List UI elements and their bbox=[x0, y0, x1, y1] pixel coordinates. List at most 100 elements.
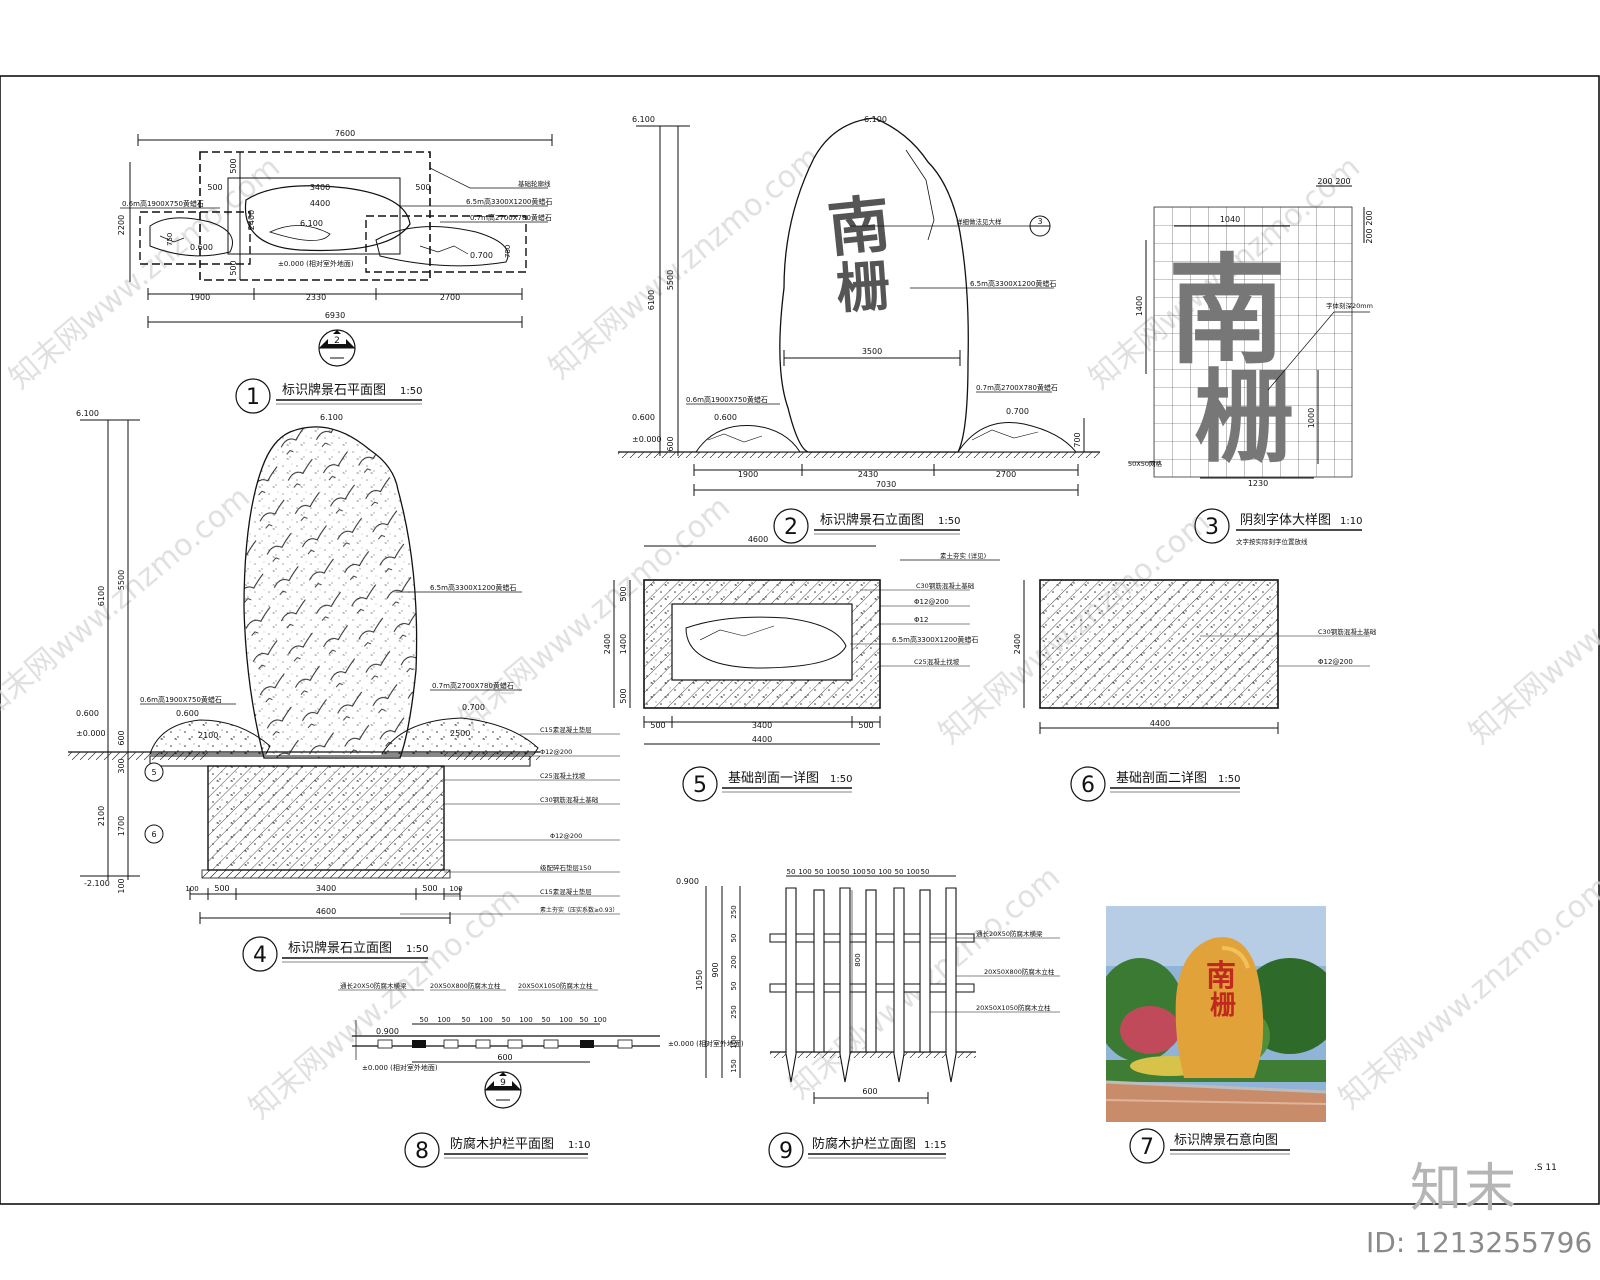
callout-text: 6.5m高3300X1200黄蜡石 bbox=[892, 635, 978, 644]
view-scale: 1:10 bbox=[1340, 516, 1362, 527]
sheet-code: .S 11 bbox=[1534, 1163, 1557, 1173]
brand-logo: 知末 bbox=[1410, 1159, 1519, 1219]
dim-text: 3500 bbox=[862, 347, 882, 356]
callout-text: 6.5m高3300X1200黄蜡石 bbox=[466, 197, 552, 206]
dim-text: 1050 bbox=[695, 970, 704, 990]
dim-text: 250 bbox=[730, 905, 738, 918]
dim-text: 1400 bbox=[1135, 296, 1144, 316]
dim-text: 200 bbox=[1335, 177, 1350, 186]
view-title: 标识牌景石意向图 bbox=[1174, 1132, 1278, 1148]
view-titles: 1 标识牌景石平面图 1:50 2 标识牌景石立面图 1:50 3 阴刻字体大样… bbox=[235, 378, 1362, 1168]
dim-text: 600 bbox=[666, 436, 675, 451]
level-text: 0.600 bbox=[76, 709, 99, 718]
dim-text: 1230 bbox=[1248, 479, 1268, 488]
level-text: ±0.000 bbox=[632, 435, 662, 444]
dim-text: 3400 bbox=[316, 884, 336, 893]
dim-text: 2400 bbox=[603, 634, 612, 654]
dim-text: 100 bbox=[852, 868, 865, 876]
dim-text: 200 bbox=[1365, 210, 1374, 225]
dim-text: 4600 bbox=[748, 535, 768, 544]
callout-text: 20X50X1050防腐木立柱 bbox=[976, 1003, 1051, 1012]
level-text: 6.100 bbox=[320, 413, 343, 422]
stone-char: 栅 bbox=[834, 253, 892, 321]
dim-text: 50 bbox=[462, 1016, 471, 1024]
callout-text: C30钢筋混凝土基础 bbox=[1318, 627, 1377, 636]
view-title: 标识牌景石平面图 bbox=[282, 382, 386, 398]
callout-text: 20X50X800防腐木立柱 bbox=[984, 967, 1055, 976]
dim-text: 250 bbox=[730, 1005, 738, 1018]
dim-text: 900 bbox=[711, 962, 720, 977]
view-title: 标识牌景石立面图 bbox=[288, 940, 392, 956]
dim-text: 2100 bbox=[97, 806, 106, 826]
dim-text: 2400 bbox=[247, 210, 256, 230]
dim-text: 100 bbox=[826, 868, 839, 876]
callout-text: 20X50X800防腐木立柱 bbox=[430, 981, 501, 990]
dim-text: 50 bbox=[921, 868, 930, 876]
view-title: 防腐木护栏平面图 bbox=[450, 1136, 554, 1152]
detail-mark-text: 3 bbox=[1037, 217, 1042, 226]
watermark-text: 知末网www.znzmo.com bbox=[1333, 870, 1600, 1116]
dim-text: 500 bbox=[422, 884, 437, 893]
dim-text: 2200 bbox=[117, 215, 126, 235]
dim-text: 1400 bbox=[619, 634, 628, 654]
dim-text: 600 bbox=[497, 1053, 512, 1062]
view-number: 3 bbox=[1205, 515, 1219, 540]
dim-text: 500 bbox=[858, 721, 873, 730]
callout-text: Φ12@200 bbox=[540, 748, 572, 756]
dim-text: 1040 bbox=[1220, 215, 1240, 224]
photo-char: 栅 bbox=[1210, 990, 1236, 1021]
view-9-fence-elevation: 0.900 1050 900 250 50 200 50 250 100 150… bbox=[668, 868, 1060, 1104]
dim-text: 7030 bbox=[876, 480, 896, 489]
dim-text: 50 bbox=[420, 1016, 429, 1024]
callout-text: 级配碎石垫层150 bbox=[540, 863, 591, 872]
dim-text: 100 bbox=[437, 1016, 450, 1024]
dim-text: 50 bbox=[580, 1016, 589, 1024]
callout-text: C25混凝土找坡 bbox=[540, 771, 586, 780]
dim-text: 100 bbox=[479, 1016, 492, 1024]
view-number: 1 bbox=[246, 385, 260, 410]
dim-text: 2500 bbox=[450, 729, 470, 738]
dim-text: 500 bbox=[229, 260, 238, 275]
dim-text: 4400 bbox=[1150, 719, 1170, 728]
level-text: 0.600 bbox=[176, 709, 199, 718]
dim-text: 100 bbox=[559, 1016, 572, 1024]
dim-text: 780 bbox=[504, 245, 512, 258]
callout-text: Φ12 bbox=[914, 616, 928, 624]
dim-text: 800 bbox=[854, 953, 862, 966]
dim-text: 2700 bbox=[996, 470, 1016, 479]
watermark-text: 知末网www.znzmo.com bbox=[3, 150, 287, 396]
dim-text: 500 bbox=[214, 884, 229, 893]
dim-text: 100 bbox=[798, 868, 811, 876]
dim-text: 100 bbox=[449, 885, 462, 893]
view-title: 基础剖面二详图 bbox=[1116, 771, 1207, 786]
dim-text: 200 bbox=[1365, 228, 1374, 243]
dim-text: 50 bbox=[730, 982, 738, 991]
brand-id: ID: 1213255796 bbox=[1366, 1226, 1593, 1259]
sheet-frame bbox=[0, 75, 1600, 1205]
dim-text: 50 bbox=[542, 1016, 551, 1024]
dim-text: 1700 bbox=[117, 816, 126, 836]
dim-text: 50 bbox=[502, 1016, 511, 1024]
callout-text: 素土夯实 (详见) bbox=[940, 551, 986, 560]
view-title: 标识牌景石立面图 bbox=[820, 512, 924, 528]
view-note: 文字按实际刻字位置放线 bbox=[1236, 537, 1308, 546]
dim-text: 2400 bbox=[1013, 634, 1022, 654]
callout-text: 6.5m高3300X1200黄蜡石 bbox=[970, 279, 1056, 288]
callout-text: Φ12@200 bbox=[550, 832, 582, 840]
dim-text: 100 bbox=[117, 878, 126, 893]
dim-text: 100 bbox=[730, 1035, 738, 1048]
view-scale: 1:50 bbox=[406, 944, 428, 955]
view-number: 6 bbox=[1081, 773, 1095, 798]
level-text: 0.600 bbox=[632, 413, 655, 422]
section-mark-text: 5 bbox=[151, 768, 156, 777]
view-scale: 1:50 bbox=[1218, 774, 1240, 785]
dim-text: 6930 bbox=[325, 311, 345, 320]
grid-char: 南 bbox=[1168, 241, 1286, 380]
section-mark-text: 6 bbox=[151, 830, 156, 839]
level-text: 6.100 bbox=[300, 219, 323, 228]
dim-text: 5500 bbox=[666, 270, 675, 290]
view-5-section-1: 4600 素土夯实 (详见) 500 1400 500 2400 C30钢筋混凝… bbox=[603, 535, 1000, 745]
view-4-elevation-foundation: 6.100 6100 5500 0.600 ±0.000 600 300 210… bbox=[68, 409, 620, 924]
dim-text: 2430 bbox=[858, 470, 878, 479]
view-7-concept-image: 南 栅 bbox=[1106, 906, 1326, 1122]
